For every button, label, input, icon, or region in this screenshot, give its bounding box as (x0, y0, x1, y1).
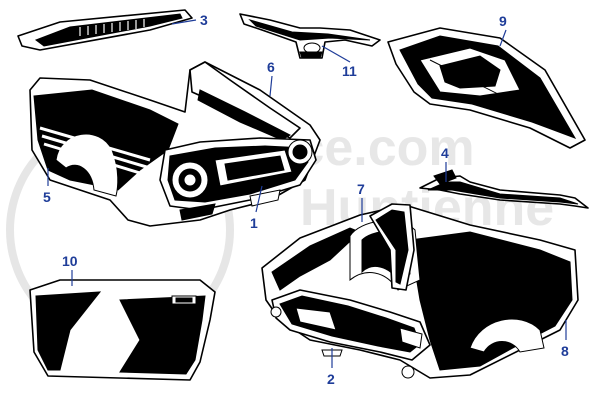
callout-4-label: 4 (441, 145, 449, 161)
callout-6-label: 6 (267, 59, 275, 75)
callout-1-label: 1 (250, 215, 258, 231)
callout-9-label: 9 (499, 13, 507, 29)
part-bonnet (387, 27, 586, 149)
callout-1: 1 (250, 185, 263, 231)
part-rear-strip (419, 169, 589, 209)
callout-9: 9 (499, 13, 507, 47)
part-door (29, 279, 216, 381)
callout-2-label: 2 (327, 371, 335, 387)
callout-5: 5 (43, 168, 51, 205)
callout-5-label: 5 (43, 189, 51, 205)
callout-3: 3 (171, 12, 208, 28)
callout-4: 4 (441, 145, 449, 182)
callout-3-label: 3 (200, 12, 208, 28)
callout-8-label: 8 (561, 343, 569, 359)
callout-6: 6 (267, 59, 275, 97)
part-rear-body-section (261, 203, 579, 379)
callout-10: 10 (62, 253, 78, 286)
callout-8: 8 (561, 320, 569, 359)
part-front-body-section (29, 61, 321, 227)
part-front-crossmember (239, 13, 381, 59)
callout-7-label: 7 (357, 181, 365, 197)
callout-11: 11 (321, 45, 357, 79)
callout-10-label: 10 (62, 253, 78, 269)
callout-11-label: 11 (342, 63, 357, 79)
part-cowl-panel (17, 9, 193, 51)
callout-7: 7 (357, 181, 365, 222)
callout-2: 2 (327, 348, 335, 387)
